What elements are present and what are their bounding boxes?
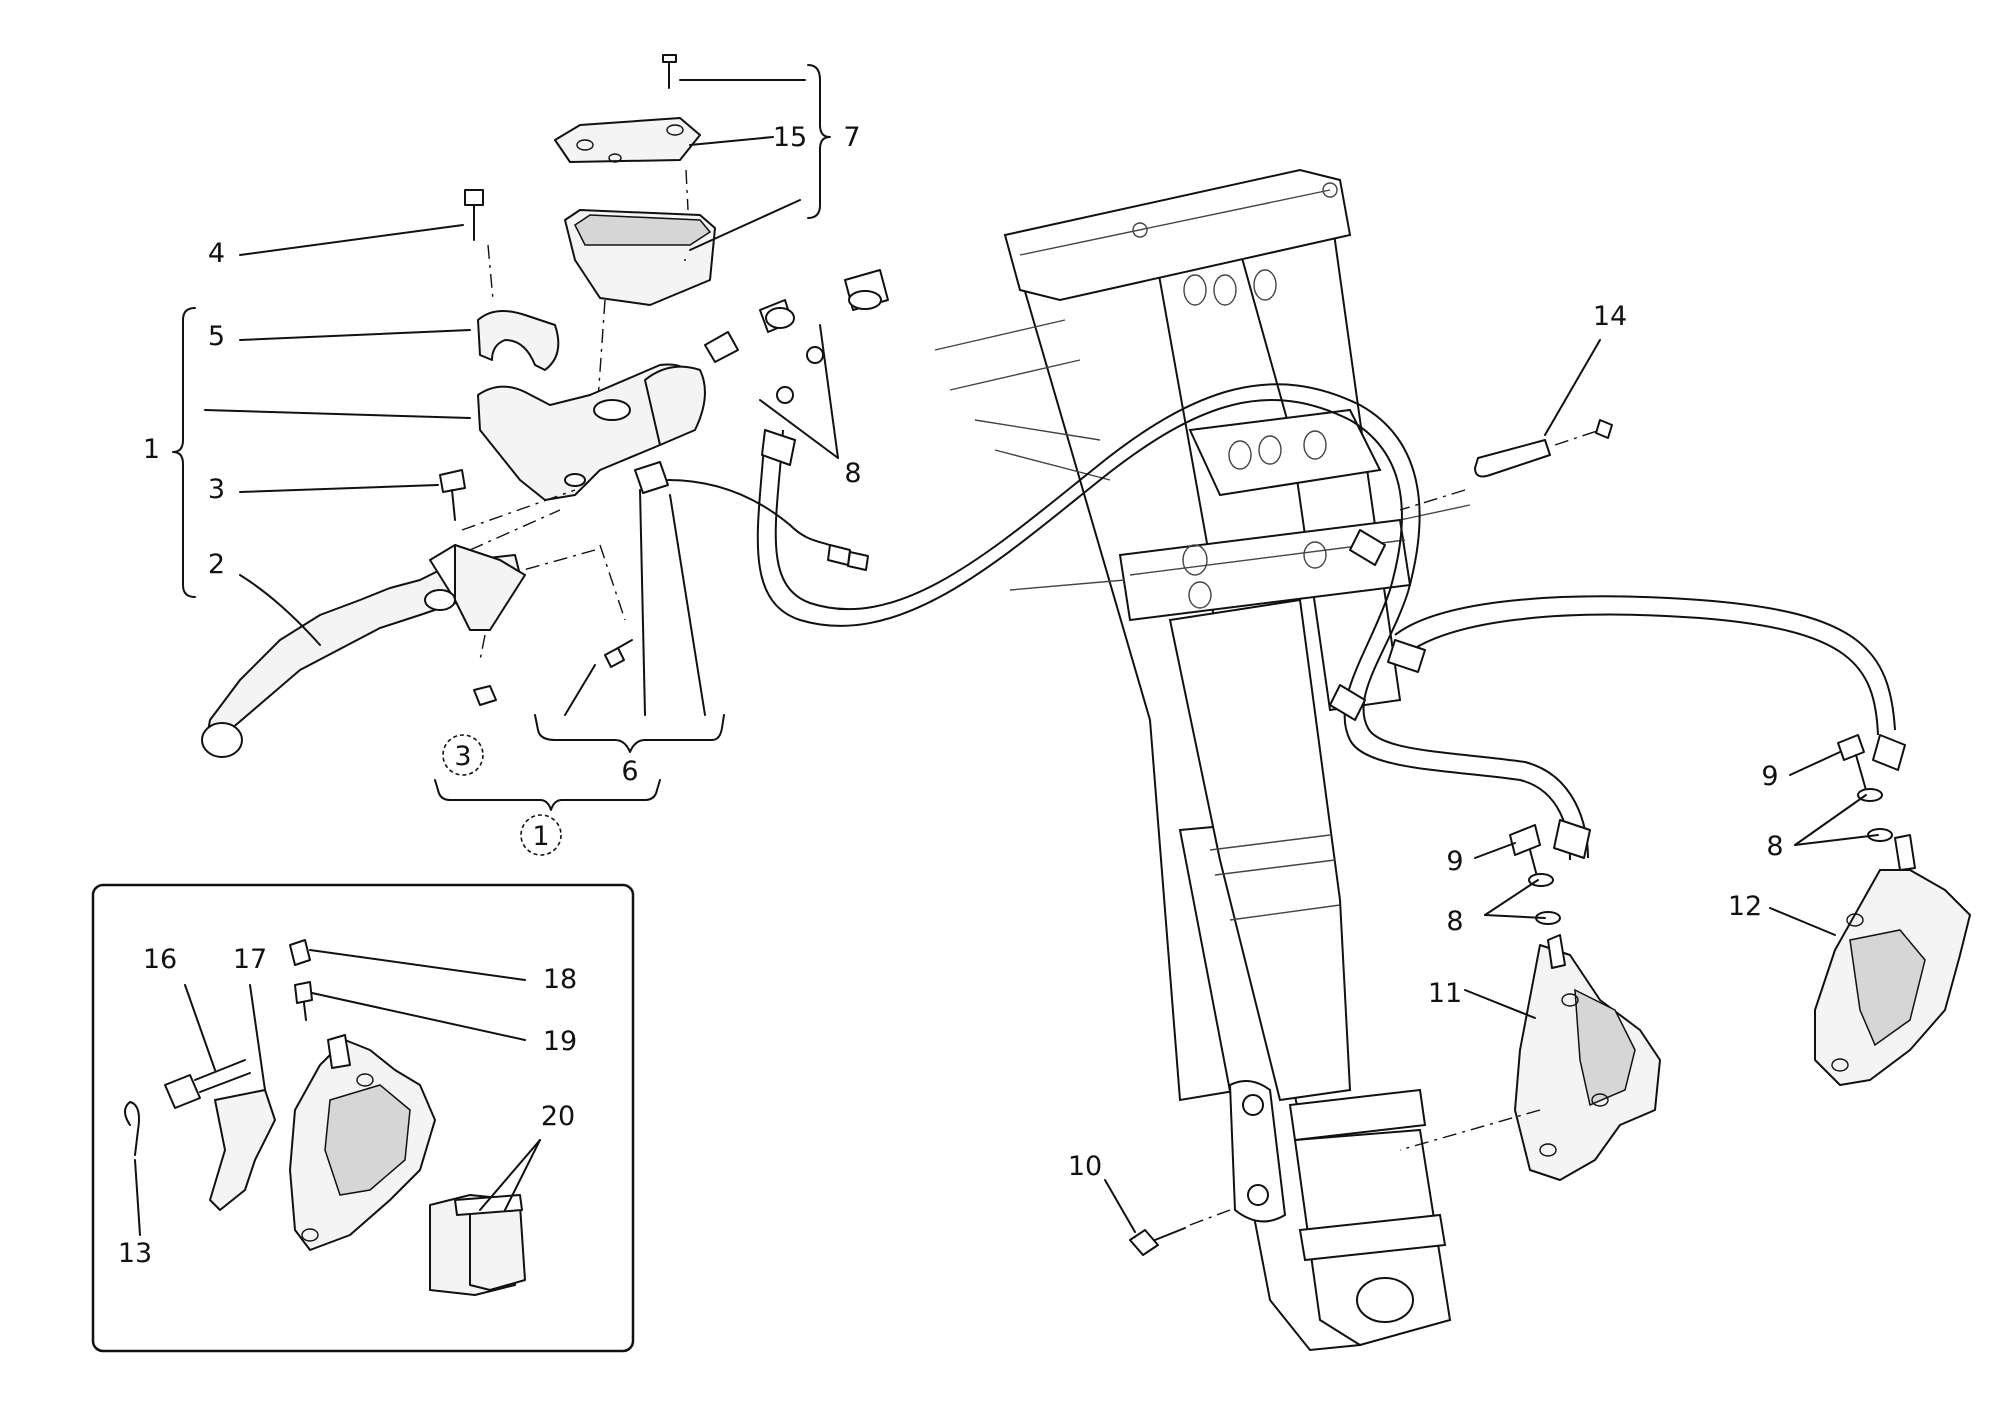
callout-9-left: 9	[1446, 846, 1463, 877]
callout-10: 10	[1068, 1151, 1102, 1182]
callout-14: 14	[1593, 301, 1627, 332]
callout-15: 15	[773, 122, 807, 153]
callout-17: 17	[233, 944, 267, 975]
callout-6: 6	[621, 756, 638, 787]
callout-16: 16	[143, 944, 177, 975]
callout-18: 18	[543, 964, 577, 995]
callout-19: 19	[543, 1026, 577, 1057]
callout-4: 4	[208, 238, 225, 269]
callout-circle-3-label: 3	[454, 741, 471, 772]
caliper-detail-inset	[91, 883, 635, 1353]
brake-caliper-12	[1814, 734, 1971, 1086]
brake-caliper-11	[1399, 824, 1661, 1181]
callout-5: 5	[208, 321, 225, 352]
callout-2: 2	[208, 549, 225, 580]
master-cylinder-assembly	[201, 54, 889, 758]
callout-circle-1	[520, 814, 562, 856]
front-fork	[934, 168, 1471, 1352]
callout-8-left: 8	[1446, 906, 1463, 937]
brake-hoses	[756, 383, 1906, 861]
callout-13: 13	[118, 1238, 152, 1269]
callout-7: 7	[843, 122, 860, 153]
callout-12: 12	[1728, 891, 1762, 922]
callout-circle-3	[442, 734, 484, 776]
leader-lines	[134, 64, 1879, 1236]
callout-8-top: 8	[844, 458, 861, 489]
callout-circle-1-label: 1	[532, 821, 549, 852]
callout-11: 11	[1428, 978, 1462, 1009]
callout-8-right: 8	[1766, 831, 1783, 862]
callout-labels: 4 5 1 3 2 3 6 1 15 7 8 14 9 8 11 9 8 12 …	[118, 122, 1784, 1269]
callout-9-right: 9	[1761, 761, 1778, 792]
caliper-bolt-10	[1129, 1209, 1231, 1256]
callout-20: 20	[541, 1101, 575, 1132]
callout-1: 1	[143, 434, 160, 465]
callout-3: 3	[208, 474, 225, 505]
